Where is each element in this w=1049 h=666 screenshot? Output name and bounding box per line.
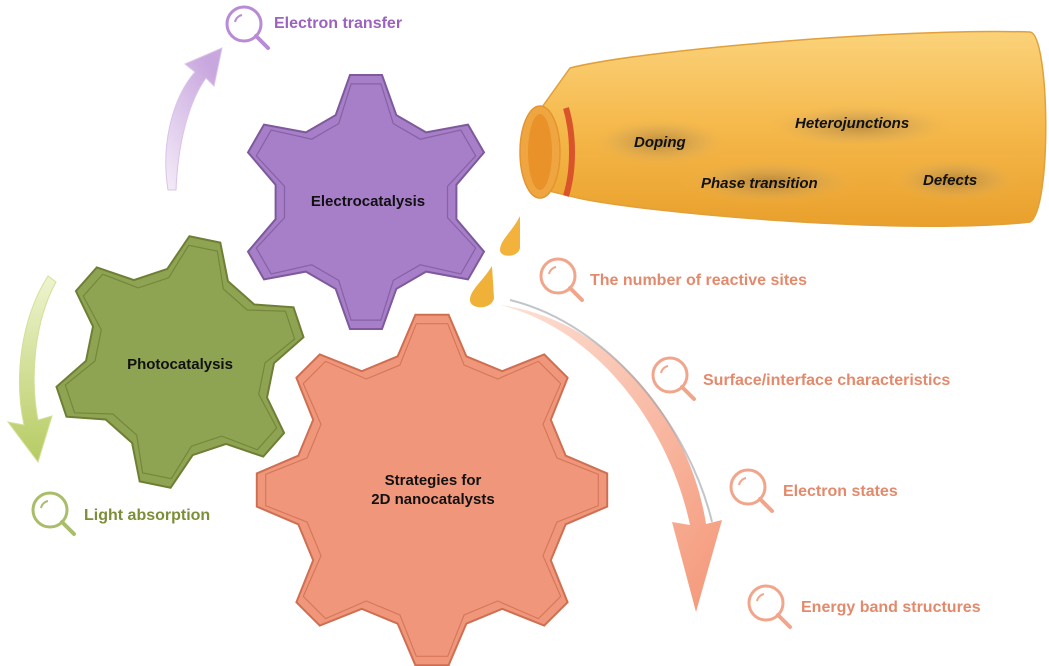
orange-arrow [500, 305, 722, 612]
orange-arrow-shadow [509, 299, 713, 523]
swirl-doping [590, 118, 730, 166]
label-surface-interface: Surface/interface characteristics [703, 372, 950, 389]
strategies-gear-body [255, 313, 609, 666]
swirl-heterojunctions [765, 104, 955, 148]
magnifier-icon [31, 491, 76, 536]
magnifier-icon [539, 257, 584, 302]
magnifier-icon [747, 584, 792, 629]
bottle-item-defects: Defects [923, 172, 977, 189]
label-energy-band: Energy band structures [801, 599, 981, 616]
swirl-defects [890, 158, 1020, 202]
label-light-absorption: Light absorption [84, 507, 210, 524]
magnifier-icon [225, 5, 270, 50]
bottle: Doping Heterojunctions Phase transition … [519, 30, 1047, 227]
bottle-item-doping: Doping [634, 134, 686, 151]
photocatalysis-gear-inner-outline [64, 244, 296, 480]
gear-label-photocatalysis: Photocatalysis [127, 356, 233, 373]
photocatalysis-gear [55, 235, 305, 489]
strategies-gear [255, 313, 609, 666]
bottle-item-phase-transition: Phase transition [701, 175, 818, 192]
purple-arrow [165, 47, 223, 191]
bottle-item-heterojunctions: Heterojunctions [795, 115, 909, 132]
label-electron-transfer: Electron transfer [274, 15, 402, 32]
swirl-phase-transition [680, 160, 860, 204]
photocatalysis-gear-body [55, 235, 305, 489]
gear-label-strategies-line2: 2D nanocatalysts [371, 491, 494, 508]
strategies-gear-inner-outline [265, 323, 599, 657]
green-arrow [6, 275, 57, 464]
electrocatalysis-gear [246, 74, 486, 330]
drop-2 [470, 266, 494, 308]
electrocatalysis-gear-inner-outline [255, 83, 477, 321]
label-reactive-sites: The number of reactive sites [590, 272, 807, 289]
drop-1 [500, 216, 520, 256]
label-electron-states: Electron states [783, 483, 898, 500]
magnifier-icon [651, 356, 696, 401]
gear-label-electrocatalysis: Electrocatalysis [311, 193, 425, 210]
gear-label-strategies-line1: Strategies for [385, 472, 482, 489]
magnifier-icon [729, 468, 774, 513]
